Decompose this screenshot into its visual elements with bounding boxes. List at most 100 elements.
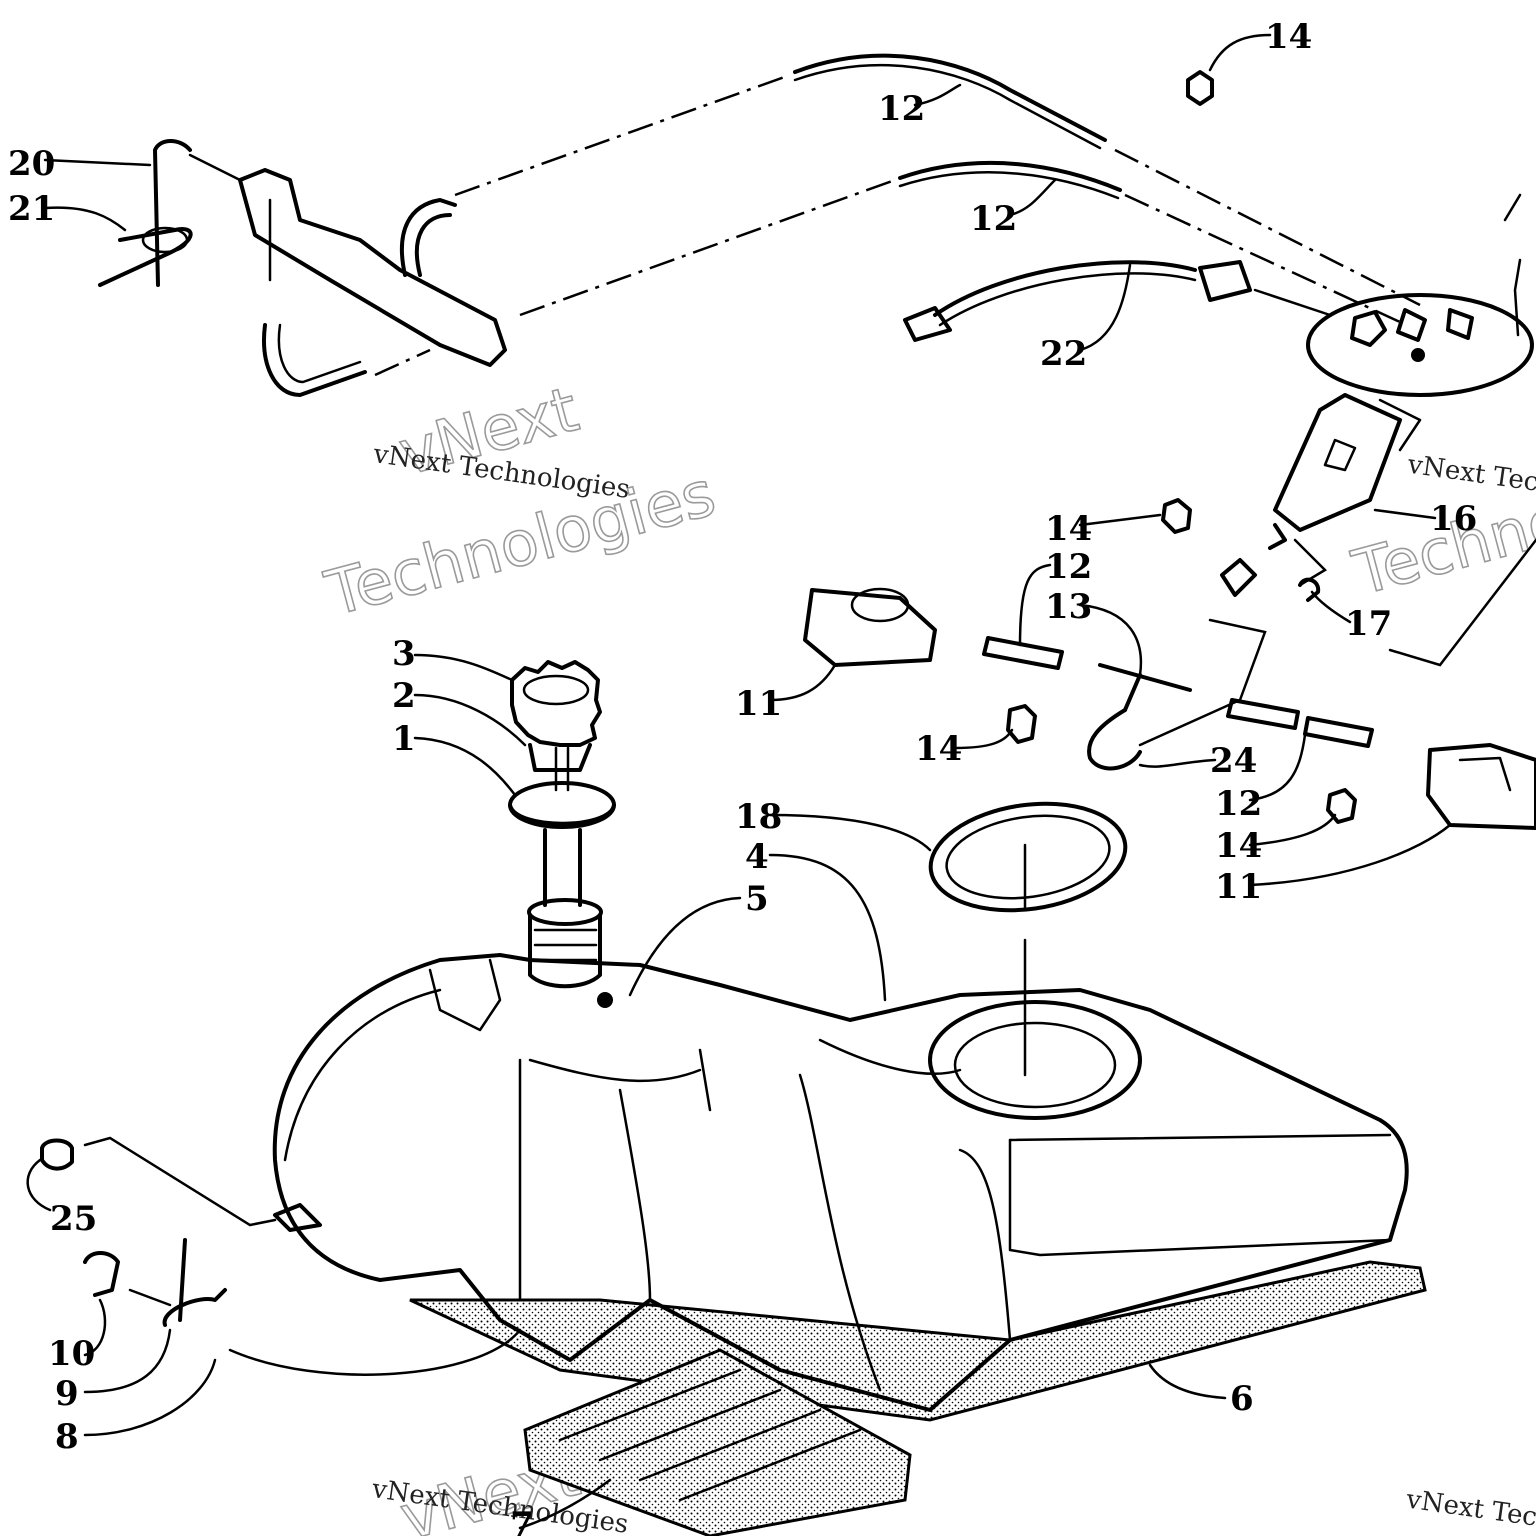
callout-21: 21 [8,189,55,229]
leader-1 [413,736,517,797]
harness-wire-2 [938,272,1197,327]
clamp-9 [162,1288,227,1327]
leader-12b [1008,178,1057,217]
filler-cap-top [522,674,590,706]
dash-line-a [454,73,791,197]
callout-14-left: 14 [915,729,962,769]
pump-gasket-18 [928,801,1128,1077]
callout-12-mid: 12 [1045,547,1092,587]
leader-22 [1078,263,1132,352]
leader-17-bend [1293,538,1328,587]
nut-14a [1186,70,1214,106]
harness-plug-right [1198,260,1252,302]
hose-12d-a [1226,698,1300,730]
tank-neck-base [528,1058,702,1083]
cap-chain [554,746,570,792]
clamp-11a-hole [850,587,910,623]
pump-inlet [1268,523,1287,550]
callout-1: 1 [392,719,416,759]
callout-5: 5 [745,879,769,919]
fuel-line-12b [898,160,1122,192]
tank-neck-ridge [818,1038,962,1075]
leader-right-edge [1388,538,1536,667]
leader-14a [1208,33,1272,72]
leader-25b [83,1136,277,1227]
leader-right-top [1503,193,1522,337]
leader-20 [43,158,152,167]
dash-line-b [519,178,896,317]
callout-6: 6 [1230,1379,1254,1419]
gasket-outer [928,801,1128,913]
tank-dome-edge [283,988,442,1162]
dash-line-d [1124,193,1401,324]
nut-14c [1006,704,1037,744]
nut-14d [1326,788,1357,824]
tank-front-face [1008,1138,1392,1257]
callout-12-right: 12 [1215,784,1262,824]
pump-hose-fitting [1220,558,1257,597]
callout-25: 25 [50,1199,97,1239]
tank-middle-crease [798,1073,882,1392]
tank-outlet-fitting [273,1203,322,1232]
hose-elbow-inner [414,213,452,277]
leader-5 [628,896,742,997]
pump-outlet-elbow-b [1446,308,1474,340]
callout-14-top: 14 [1265,17,1312,57]
harness-leader-plug [1253,288,1332,317]
foam-pad-7 [523,1348,912,1536]
fuel-tank [272,898,1427,1422]
harness-plug-left [903,306,952,342]
tank-dome-boss [428,958,502,1032]
cap-flange-rim [508,803,616,826]
callout-16: 16 [1430,499,1477,539]
fuel-lines-upper [98,53,1421,397]
leader-12d [1248,733,1307,802]
filler-cap-3 [510,660,602,747]
pump-opening-outer [928,1000,1142,1120]
leader-17 [1310,590,1352,624]
spring-10 [83,1251,120,1297]
leader-16 [1373,508,1437,520]
pump-spring [1378,398,1422,452]
tank-outline [272,953,1409,1412]
fuel-line-12b-inner [898,171,1120,200]
clamp-11b-detail [1458,756,1512,792]
leader-24 [1138,758,1217,768]
callout-3: 3 [392,634,416,674]
lower-hose [262,323,367,397]
cap-gasket-2 [528,743,592,772]
vent-fitting-5 [597,992,613,1008]
callout-7: 7 [510,1505,534,1536]
bracket-20 [153,139,192,287]
fuel-pump-assembly [1268,293,1534,550]
grommet-25 [40,1138,74,1171]
pump-motor-window [1323,438,1357,472]
callout-17: 17 [1345,604,1392,644]
leader-12a [913,83,962,107]
foam-pad-ridges [558,1368,862,1502]
bracket-leader [188,153,242,182]
wire-harness-22 [903,260,1332,342]
tank-pad [409,1260,1427,1422]
clamp-9-hardware [128,1288,522,1376]
gasket-inner [945,814,1111,900]
leader-7 [518,1478,612,1530]
leader-14b [1078,513,1162,527]
hose-12d-b [1303,716,1374,748]
fuel-valve-body [238,168,507,367]
clamp-11a [803,588,937,667]
cap-tube [543,828,582,907]
fuel-line-12a [793,53,1107,142]
leader-4 [768,853,887,1002]
hose-12c [982,636,1064,670]
tank-edge-top [1008,1133,1392,1142]
leader-10 [83,1298,107,1357]
pump-connector [1350,310,1387,347]
leader-9 [83,1328,172,1394]
filler-neck-top [527,898,603,926]
pump-plate-stud [1411,348,1425,362]
callout-22: 22 [1040,334,1087,374]
filler-neck [528,913,602,989]
leader-25 [26,1158,52,1212]
nut-14b [1161,498,1192,534]
